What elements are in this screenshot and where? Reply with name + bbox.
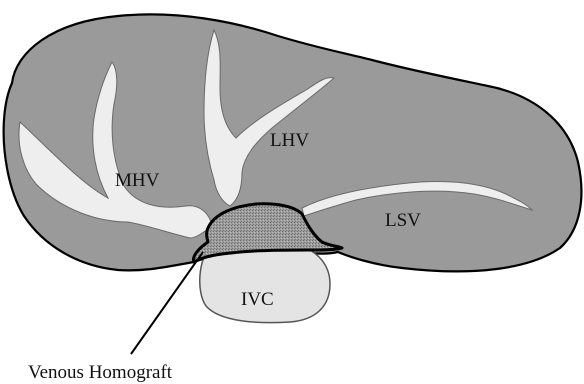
label-mhv: MHV xyxy=(115,170,160,191)
label-ivc: IVC xyxy=(241,289,274,310)
label-lsv: LSV xyxy=(385,210,421,231)
label-lhv: LHV xyxy=(270,130,309,151)
label-venous-homograft: Venous Homograft xyxy=(28,362,173,383)
